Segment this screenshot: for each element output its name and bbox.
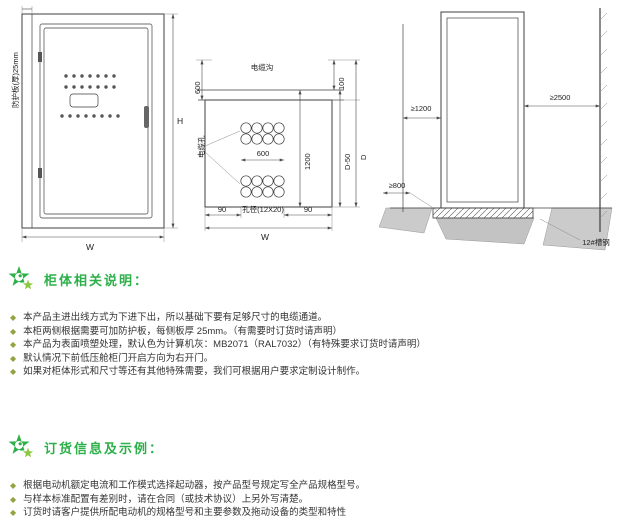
- cable-holes-top: [240, 122, 285, 145]
- door-handle: [144, 106, 149, 128]
- plan-width-label: W: [261, 232, 269, 242]
- note-text: 默认情况下前低压舱柜门开启方向为右开门。: [23, 352, 214, 364]
- side-view-drawing: ≥1200 ≥2500 ≥800: [378, 8, 613, 251]
- cabinet-notes-section: 柜体相关说明： ◆ 本产品主进出线方式为下进下出，所以基础下要有足够尺寸的电缆通…: [6, 264, 612, 379]
- note-text: 与样本标准配置有差别时，请在合同（或技术协议）上另外写清楚。: [23, 493, 309, 505]
- diamond-bullet-icon: ◆: [10, 508, 17, 517]
- ordering-info-title: 订货信息及示例：: [44, 440, 165, 456]
- diamond-bullet-icon: ◆: [10, 326, 17, 336]
- note-bullet: ◆ 与样本标准配置有差别时，请在合同（或技术协议）上另外写清楚。: [10, 493, 590, 507]
- star-icon: [8, 434, 36, 460]
- ordering-info-section: 订货信息及示例： ◆ 根据电动机额定电流和工作模式选择起动器，按产品型号规定写全…: [6, 432, 612, 520]
- diamond-bullet-icon: ◆: [10, 494, 17, 504]
- front-view-width-label: W: [86, 242, 94, 252]
- plan-hole-span-label: 600: [257, 149, 270, 158]
- foundation-outline: [204, 99, 333, 208]
- note-bullet: ◆ 本柜两侧根据需要可加防护板，每侧板厚 25mm。（有需要时订货时请声明）: [10, 325, 590, 339]
- cable-trench-label: 电缆沟: [251, 62, 274, 72]
- cabinet-side-outline: [440, 11, 525, 209]
- cabinet-notes-header: 柜体相关说明：: [6, 264, 612, 294]
- cable-hole-label: 电缆孔: [196, 135, 206, 158]
- ordering-info-header: 订货信息及示例：: [6, 432, 612, 462]
- star-icon: [8, 266, 36, 292]
- front-clearance-label: ≥1200: [411, 104, 432, 113]
- note-text: 根据电动机额定电流和工作模式选择起动器，按产品型号规定写全产品规格型号。: [23, 480, 366, 491]
- note-bullet: ◆ 本产品为表面喷塑处理，默认色为计算机灰：MB2071（RAL7032）（有特…: [10, 338, 590, 352]
- diamond-bullet-icon: ◆: [10, 313, 17, 322]
- indicator-lights: [60, 74, 120, 118]
- hole-size-label: 孔径(12X20): [242, 204, 284, 214]
- channel-steel-base: [432, 207, 534, 219]
- diamond-bullet-icon: ◆: [10, 481, 17, 490]
- ordering-info-list: ◆ 根据电动机额定电流和工作模式选择起动器，按产品型号规定写全产品规格型号。 ◆…: [10, 479, 612, 520]
- hinge-bottom: [38, 168, 42, 178]
- note-text: 本产品为表面喷塑处理，默认色为计算机灰：MB2071（RAL7032）（有特殊要…: [23, 339, 426, 350]
- note-bullet: ◆ 如果对柜体形式和尺寸等还有其他特殊需要，我们可根据用户要求定制设计制作。: [10, 365, 590, 379]
- ground-block: [378, 207, 433, 234]
- hinge-top: [38, 52, 42, 62]
- plan-depth-1200-label: 1200: [303, 153, 312, 170]
- note-text: 如果对柜体形式和尺寸等还有其他特殊需要，我们可根据用户要求定制设计制作。: [23, 366, 366, 377]
- note-bullet: ◆ 根据电动机额定电流和工作模式选择起动器，按产品型号规定写全产品规格型号。: [10, 479, 590, 493]
- diamond-bullet-icon: ◆: [10, 353, 17, 363]
- cabinet-outline: [21, 13, 165, 229]
- note-text: 订货时请客户提供所配电动机的规格型号和主要参数及拖动设备的类型和特性: [23, 507, 347, 518]
- plan-margin-90-right-label: 90: [304, 205, 312, 214]
- cabinet-notes-list: ◆ 本产品主进出线方式为下进下出，所以基础下要有足够尺寸的电缆通道。 ◆ 本柜两…: [10, 311, 612, 379]
- plan-depth-d50-label: D-50: [343, 154, 352, 170]
- note-bullet: ◆ 订货时请客户提供所配电动机的规格型号和主要参数及拖动设备的类型和特性: [10, 506, 590, 520]
- cabinet-notes-title: 柜体相关说明：: [44, 272, 150, 288]
- plan-trench-width-label: 600: [193, 81, 202, 94]
- plan-offset-100-label: 100: [337, 77, 346, 90]
- plan-margin-90-left-label: 90: [218, 205, 226, 214]
- top-clearance-label: ≥2500: [550, 93, 571, 102]
- drawings-svg: 防护板(厚)25mm: [10, 6, 613, 252]
- pit-depth-label: ≥800: [389, 181, 406, 190]
- note-text: 本柜两侧根据需要可加防护板，每侧板厚 25mm。（有需要时订货时请声明）: [23, 325, 342, 337]
- cable-holes-bottom: [240, 175, 285, 198]
- plan-view-drawing: 电缆沟 600 100: [193, 59, 368, 242]
- plan-depth-d-label: D: [359, 154, 368, 160]
- front-view-drawing: 防护板(厚)25mm: [10, 6, 183, 252]
- wall-hatching: [599, 12, 608, 219]
- display-window: [69, 93, 99, 108]
- cabinet-door: [39, 23, 153, 219]
- diamond-bullet-icon: ◆: [10, 340, 17, 349]
- front-view-height-label: H: [177, 116, 183, 126]
- note-text: 本产品主进出线方式为下进下出，所以基础下要有足够尺寸的电缆通道。: [23, 312, 328, 323]
- front-view-side-panel-label: 防护板(厚)25mm: [10, 52, 20, 108]
- technical-drawings: 防护板(厚)25mm: [0, 0, 621, 262]
- note-bullet: ◆ 本产品主进出线方式为下进下出，所以基础下要有足够尺寸的电缆通道。: [10, 311, 590, 325]
- note-bullet: ◆ 默认情况下前低压舱柜门开启方向为右开门。: [10, 352, 590, 366]
- channel-steel-label: 12#槽钢: [582, 237, 610, 247]
- diamond-bullet-icon: ◆: [10, 367, 17, 376]
- ground-block: [435, 217, 535, 245]
